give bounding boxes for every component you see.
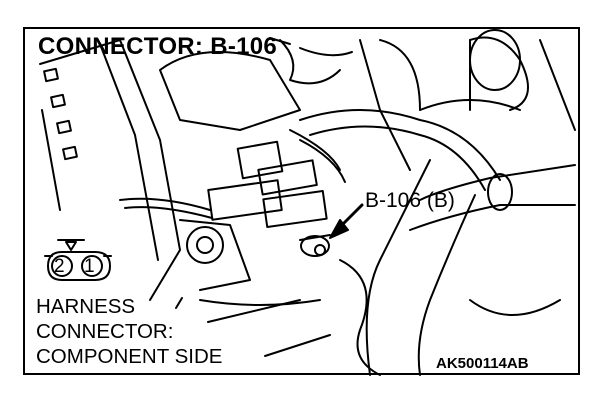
body-panel-drawing	[39, 39, 251, 301]
arrow-icon	[329, 203, 364, 239]
harness-label-line-2: CONNECTOR:	[36, 320, 174, 343]
harness-label-line-3: COMPONENT SIDE	[36, 345, 223, 368]
hose-drawing	[159, 29, 576, 191]
pin-number-2: 2	[54, 256, 65, 277]
diagram-title: CONNECTOR: B-106	[38, 33, 278, 60]
air-duct-drawing	[199, 159, 576, 376]
figure-id: AK500114AB	[436, 355, 529, 372]
connector-callout: B-106 (B)	[365, 189, 455, 212]
pin-number-1: 1	[84, 256, 95, 277]
connector-cluster-drawing	[207, 129, 346, 257]
harness-label-line-1: HARNESS	[36, 295, 136, 318]
connector-face-icon	[44, 239, 112, 281]
diagram-frame	[23, 27, 580, 375]
leader-lines	[175, 37, 331, 357]
